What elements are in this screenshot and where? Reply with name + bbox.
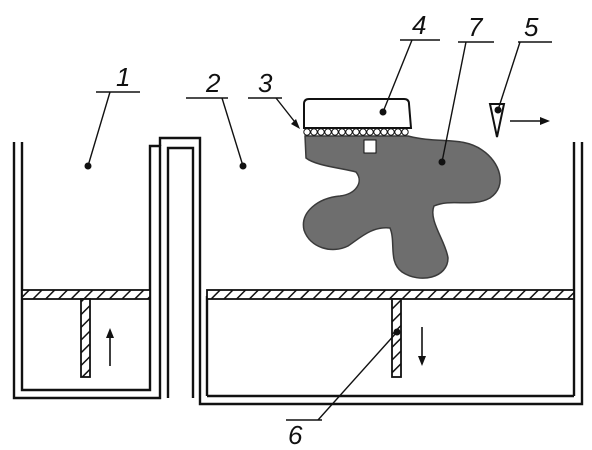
leader-2 — [186, 97, 247, 170]
leader-1 — [84, 91, 140, 170]
right-shelf — [206, 289, 575, 300]
bead-layer-3 — [303, 128, 409, 136]
right-tank-wall — [205, 142, 576, 398]
left-shelf — [21, 289, 151, 300]
left-tank-wall — [12, 142, 162, 400]
leader-6 — [286, 328, 401, 421]
partition-inner — [166, 146, 195, 398]
leader-4 — [379, 39, 440, 116]
arrow-up-icon — [106, 328, 114, 366]
label-4: 4 — [412, 10, 426, 40]
part-7 — [302, 135, 501, 279]
label-1: 1 — [116, 62, 130, 92]
label-5: 5 — [524, 12, 539, 42]
leader-3 — [248, 97, 300, 129]
label-3: 3 — [258, 68, 273, 98]
label-6: 6 — [288, 420, 303, 450]
build-platform-4 — [303, 98, 413, 129]
label-2: 2 — [205, 68, 221, 98]
partition-wall — [158, 136, 584, 406]
label-7: 7 — [468, 12, 484, 42]
left-support — [80, 298, 91, 378]
arrow-down-icon — [418, 327, 426, 366]
part-notch — [363, 139, 377, 154]
leader-5 — [494, 41, 552, 114]
right-support — [391, 298, 402, 378]
leader-7 — [438, 41, 494, 166]
arrow-right-icon — [510, 117, 550, 125]
